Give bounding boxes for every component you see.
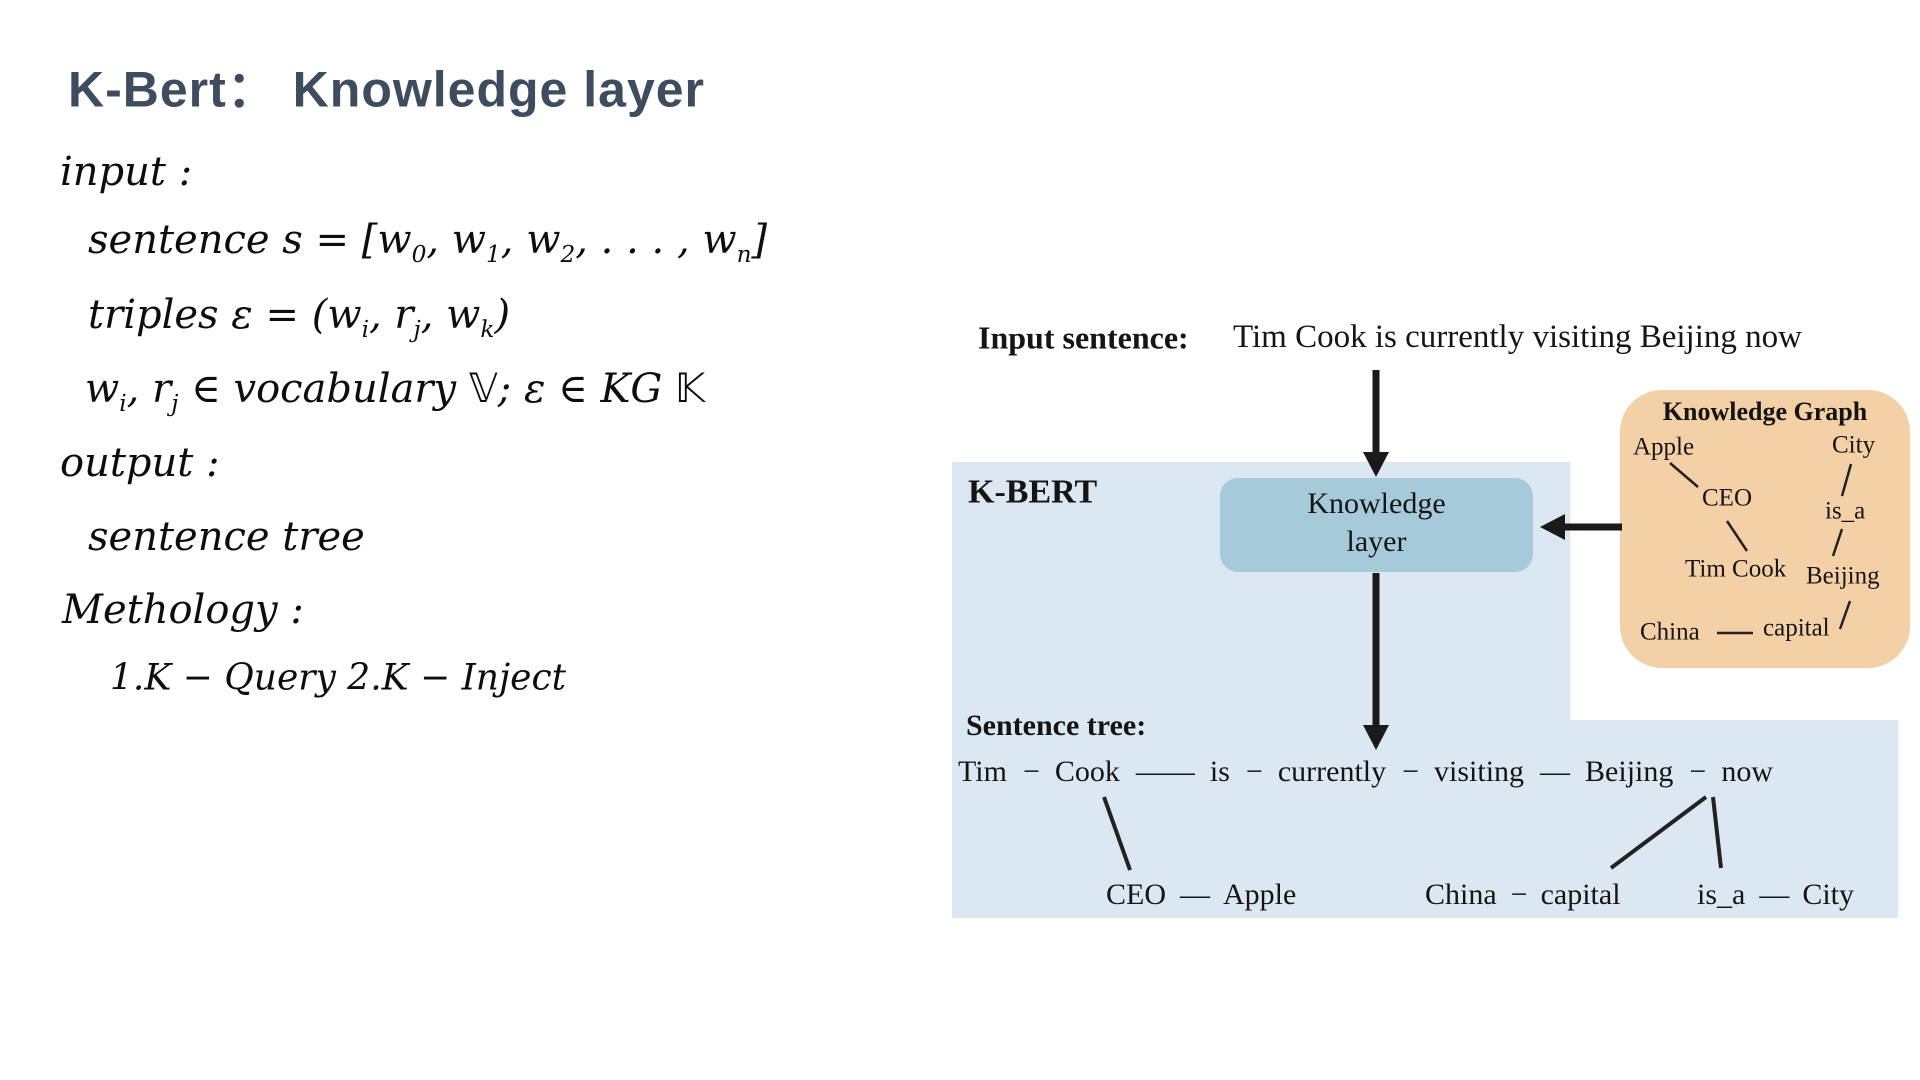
kg-node-capital: capital: [1763, 614, 1830, 642]
kbert-region: [952, 462, 1898, 918]
tree-token: —: [1759, 877, 1789, 911]
math-segment: , w: [500, 217, 561, 264]
tree-token: —: [1540, 754, 1570, 788]
knowledge-layer-line1: Knowledge: [1307, 486, 1446, 520]
sentence-tree-label: Sentence tree:: [966, 708, 1147, 742]
math-segment: 0: [411, 241, 427, 269]
kg-node-timcook: Tim Cook: [1685, 555, 1787, 583]
math-segment: 1.K − Query 2.K − Inject: [110, 657, 567, 699]
math-segment: , w: [420, 292, 481, 339]
math-line-input: input :: [60, 149, 192, 195]
kg-node-isa: is_a: [1825, 497, 1866, 525]
tree-token: −: [1245, 754, 1263, 788]
knowledge-graph-box: [1620, 390, 1910, 668]
tree-token: currently: [1277, 754, 1387, 788]
math-line-triples: triples ε = (wi, rj, wk): [88, 292, 510, 344]
tree-token: −: [1022, 754, 1040, 788]
tree-token: visiting: [1434, 754, 1525, 788]
math-line-vocab: wi, rj ∈ vocabulary 𝕍; ε ∈ KG 𝕂: [85, 366, 705, 418]
tree-token: Apple: [1223, 877, 1297, 911]
tree-edge-beijing-capital: [1609, 795, 1708, 870]
math-segment: 1: [486, 241, 501, 269]
math-line-steps: 1.K − Query 2.K − Inject: [110, 657, 566, 698]
knowledge-layer-box: [1220, 478, 1533, 572]
math-segment: output :: [60, 440, 220, 486]
tree-token: China: [1425, 877, 1497, 911]
math-segment: 2: [560, 241, 576, 269]
tree-token: Beijing: [1585, 754, 1674, 788]
math-line-sentence-tree: sentence tree: [88, 514, 365, 560]
kg-edge-capital-beijing: [1838, 600, 1852, 630]
math-segment: k: [480, 316, 495, 344]
arrow-input-to-layer-head: [1363, 452, 1389, 477]
sentence-tree-branch-china-capital: China−capital: [1425, 878, 1621, 913]
arrow-layer-to-tree-head: [1363, 725, 1389, 750]
input-sentence-text: Tim Cook is currently visiting Beijing n…: [1233, 319, 1802, 356]
math-segment: sentence s = [w: [88, 217, 412, 264]
math-segment: , . . . , w: [575, 217, 737, 264]
math-segment: j: [413, 316, 421, 344]
tree-token: capital: [1540, 877, 1621, 911]
math-segment: ]: [751, 217, 768, 264]
math-line-sentence: sentence s = [w0, w1, w2, . . . , wn]: [88, 217, 767, 269]
math-segment: Methology :: [62, 587, 304, 633]
input-sentence-label: Input sentence:: [978, 319, 1189, 356]
math-segment: i: [119, 390, 127, 418]
kg-edge-city-isa: [1840, 463, 1853, 497]
kg-edge-ceo-timcook: [1725, 520, 1749, 552]
tree-edge-cook-ceo: [1102, 796, 1132, 871]
math-segment: , r: [126, 366, 172, 413]
tree-token: —: [1180, 877, 1210, 911]
math-segment: , r: [368, 292, 414, 339]
math-line-output: output :: [60, 440, 220, 486]
knowledge-layer-line2: layer: [1346, 524, 1407, 558]
math-segment: sentence tree: [88, 514, 365, 560]
math-segment: i: [361, 316, 369, 344]
kg-edge-isa-beijing: [1831, 528, 1844, 557]
tree-token: Tim: [958, 754, 1007, 788]
kg-node-beijing: Beijing: [1806, 562, 1880, 590]
math-segment: , w: [426, 217, 487, 264]
kg-edge-apple-ceo: [1669, 462, 1699, 488]
kg-node-apple: Apple: [1633, 433, 1695, 461]
kbert-label: K-BERT: [968, 473, 1098, 511]
arrow-kg-to-layer-head: [1540, 514, 1565, 540]
tree-token: now: [1721, 754, 1773, 788]
sentence-tree-branch-ceo-apple: CEO — Apple: [1106, 878, 1296, 913]
sentence-tree-branch-isa-city: is_a — City: [1697, 878, 1854, 913]
math-segment: triples ε = (w: [88, 292, 362, 339]
tree-token: −: [1689, 754, 1706, 788]
math-segment: ∈ vocabulary 𝕍; ε ∈ KG 𝕂: [178, 366, 706, 413]
math-segment: n: [736, 241, 752, 269]
math-line-methology: Methology :: [62, 587, 304, 633]
kg-title: Knowledge Graph: [1662, 397, 1868, 427]
tree-token: CEO: [1106, 877, 1166, 911]
tree-token: is: [1209, 754, 1230, 788]
math-segment: w: [85, 366, 120, 413]
math-segment: j: [171, 390, 179, 418]
tree-token: −: [1402, 754, 1419, 788]
tree-token: Cook: [1054, 754, 1120, 788]
tree-token: −: [1510, 877, 1528, 911]
tree-token: is_a: [1697, 877, 1746, 911]
math-segment: ): [494, 292, 511, 339]
sentence-tree-main-row: Tim−Cook——is−currently−visiting—Beijing−…: [958, 755, 1773, 790]
kg-node-city: City: [1832, 431, 1876, 459]
tree-token: ——: [1135, 754, 1195, 788]
tree-token: City: [1802, 877, 1855, 911]
page-title: K-Bert： Knowledge layer: [68, 61, 706, 118]
tree-edge-beijing-isa: [1711, 796, 1723, 869]
math-segment: input :: [60, 149, 193, 195]
kg-node-china: China: [1640, 618, 1700, 646]
kg-node-ceo: CEO: [1702, 484, 1752, 512]
